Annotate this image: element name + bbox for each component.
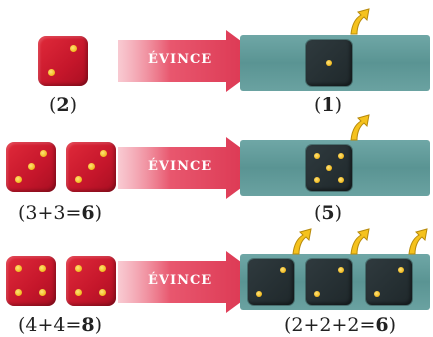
dark-die-2c bbox=[366, 259, 412, 305]
pip bbox=[398, 267, 404, 273]
left-caption-value: 8 bbox=[81, 314, 95, 336]
right-caption-prefix: ( bbox=[313, 202, 322, 224]
evince-arrow bbox=[118, 137, 268, 199]
yellow-arrow-icon bbox=[350, 228, 370, 255]
pip bbox=[75, 289, 82, 296]
pip bbox=[314, 177, 320, 183]
pip bbox=[256, 291, 262, 297]
pip bbox=[99, 289, 106, 296]
yellow-arrow-icon bbox=[408, 228, 428, 255]
right-caption-suffix: ) bbox=[334, 202, 343, 224]
pip bbox=[338, 153, 344, 159]
right-caption-prefix: (2+2+2= bbox=[283, 314, 376, 336]
pip bbox=[75, 176, 82, 183]
right-caption: (1) bbox=[313, 94, 343, 116]
right-caption-value: 1 bbox=[321, 94, 335, 116]
left-caption-prefix: (4+4= bbox=[17, 314, 82, 336]
yellow-arrow-icon bbox=[292, 228, 312, 255]
pip bbox=[15, 289, 22, 296]
pip bbox=[100, 150, 107, 157]
yellow-arrow-icon bbox=[350, 114, 370, 141]
right-caption-value: 6 bbox=[375, 314, 389, 336]
pip bbox=[39, 265, 46, 272]
pip bbox=[326, 60, 332, 66]
right-caption: (5) bbox=[303, 202, 353, 224]
pip bbox=[75, 265, 82, 272]
left-caption: (4+4=8) bbox=[0, 314, 120, 336]
evince-arrow bbox=[118, 30, 268, 92]
dark-die-2b bbox=[306, 259, 352, 305]
row-3: ÉVINCE (4+4=8) (2+2+2=6) bbox=[0, 222, 433, 336]
left-caption-value: 2 bbox=[56, 94, 70, 116]
row-2: ÉVINCE (3+3=6) (5) bbox=[0, 110, 433, 224]
pip bbox=[374, 291, 380, 297]
left-caption: (2) bbox=[48, 94, 78, 116]
red-die-4a bbox=[6, 256, 56, 306]
pip bbox=[15, 176, 22, 183]
left-caption-prefix: (3+3= bbox=[17, 202, 82, 224]
left-caption-suffix: ) bbox=[94, 202, 103, 224]
red-die-2 bbox=[38, 36, 88, 86]
dark-die-2a bbox=[248, 259, 294, 305]
pip bbox=[280, 267, 286, 273]
pip bbox=[338, 177, 344, 183]
pip bbox=[326, 165, 332, 171]
pip bbox=[28, 163, 35, 170]
pip bbox=[15, 265, 22, 272]
left-caption-suffix: ) bbox=[94, 314, 103, 336]
row-1: ÉVINCE (2) (1) bbox=[0, 0, 433, 116]
pip bbox=[39, 289, 46, 296]
pip bbox=[48, 69, 55, 76]
yellow-arrow-icon bbox=[350, 8, 370, 35]
pip bbox=[70, 45, 77, 52]
right-caption-value: 5 bbox=[321, 202, 335, 224]
right-caption: (2+2+2=6) bbox=[260, 314, 420, 336]
dark-die-1 bbox=[306, 40, 352, 86]
right-caption-suffix: ) bbox=[388, 314, 397, 336]
left-caption-value: 6 bbox=[81, 202, 95, 224]
red-die-3b bbox=[66, 142, 116, 192]
pip bbox=[314, 153, 320, 159]
pip bbox=[88, 163, 95, 170]
dark-die-5 bbox=[306, 145, 352, 191]
left-caption: (3+3=6) bbox=[0, 202, 120, 224]
pip bbox=[338, 267, 344, 273]
arrow-label: ÉVINCE bbox=[148, 273, 213, 288]
evince-arrow bbox=[118, 251, 268, 313]
pip bbox=[99, 265, 106, 272]
pip bbox=[40, 150, 47, 157]
red-die-4b bbox=[66, 256, 116, 306]
arrow-label: ÉVINCE bbox=[148, 52, 213, 67]
arrow-label: ÉVINCE bbox=[148, 159, 213, 174]
red-die-3a bbox=[6, 142, 56, 192]
pip bbox=[314, 291, 320, 297]
